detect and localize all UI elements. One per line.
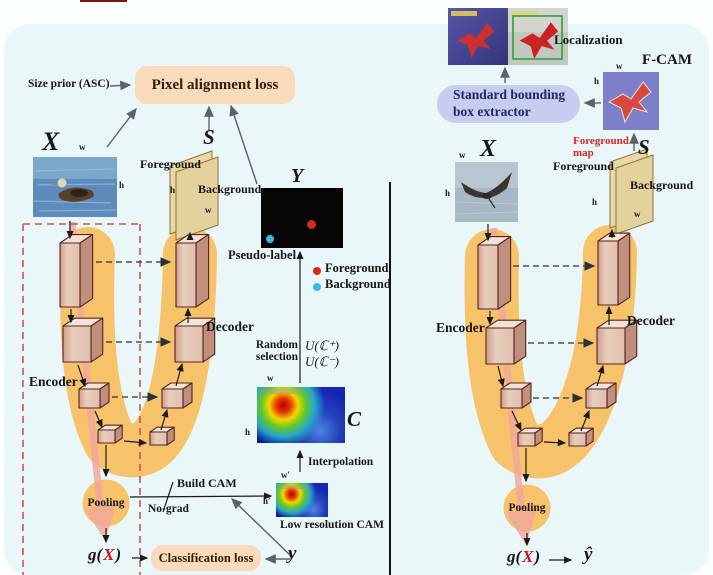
- x-in-gx-left: X: [103, 545, 115, 564]
- legend-foreground-dot: [313, 267, 321, 275]
- pseudo-label-image: [261, 188, 343, 248]
- c-symbol: C: [347, 407, 362, 431]
- s-height-label-left: h: [170, 185, 176, 195]
- pseudo-label-foreground-dot: [307, 220, 316, 229]
- classifier-output-right: g(X): [507, 547, 541, 566]
- low-resolution-cam-image: [276, 483, 328, 517]
- x-symbol-left: X: [42, 127, 60, 156]
- x-height-label-left: h: [119, 180, 125, 190]
- s-background-label-right: Background: [630, 178, 694, 192]
- x-symbol-right: X: [480, 136, 497, 162]
- build-cam-label: Build CAM: [177, 476, 237, 490]
- s-width-label-left: w: [205, 205, 212, 215]
- encoder-decoder-feature-boxes: [59, 232, 638, 447]
- no-grad-label: No-grad: [148, 503, 189, 515]
- s-foreground-label-right: Foreground: [553, 159, 614, 173]
- s-width-label-right: w: [634, 209, 641, 219]
- foreground-map-label-line2: map: [573, 147, 594, 159]
- x-height-label-right: h: [445, 188, 451, 198]
- legend-foreground-label: Foreground: [325, 261, 389, 275]
- s-background-label-left: Background: [198, 182, 262, 196]
- decoder-label-right: Decoder: [627, 313, 675, 328]
- fcam-width-label: w: [616, 61, 623, 71]
- c-width-label: w: [267, 373, 274, 383]
- low-resolution-cam-label: Low resolution CAM: [280, 519, 384, 531]
- pixel-alignment-loss-label: Pixel alignment loss: [151, 76, 279, 93]
- s-map-left: [169, 150, 219, 241]
- uniform-negative-set-label: U(ℂ⁻): [305, 354, 339, 369]
- bbox-extractor-line1: Standard bounding: [453, 87, 566, 103]
- s-map-right: [609, 148, 654, 235]
- classification-loss-box: Classification loss: [151, 545, 261, 571]
- classifier-output-left: g(X): [88, 545, 122, 564]
- predicted-label-y-hat: ŷ: [584, 544, 593, 565]
- input-image-flying-bird: [455, 162, 518, 222]
- x-in-gx-right: X: [522, 547, 534, 566]
- pseudo-label-background-dot: [266, 235, 274, 243]
- localization-overlay-image: [448, 8, 508, 65]
- interpolation-label: Interpolation: [308, 456, 374, 468]
- pixel-alignment-loss-box: Pixel alignment loss: [135, 66, 295, 104]
- f-cam-image: [603, 72, 659, 130]
- random-selection-line2: selection: [255, 351, 298, 363]
- y-symbol: Y: [291, 165, 304, 187]
- uniform-positive-set-label: U(ℂ⁺): [305, 338, 339, 353]
- s-symbol-left: S: [203, 125, 215, 149]
- localization-bbox-image: [508, 8, 568, 65]
- random-selection-line1: Random: [255, 339, 298, 351]
- cropped-artifact-bar: [80, 0, 127, 2]
- cam-heatmap-image: [257, 387, 345, 443]
- decoder-label-left: Decoder: [206, 319, 254, 334]
- legend-background-label: Background: [325, 277, 391, 291]
- f-cam-label: F-CAM: [642, 52, 692, 68]
- red-dashed-box: [22, 223, 141, 575]
- bbox-extractor-box: Standard bounding box extractor: [437, 85, 580, 123]
- pseudo-label-caption: Pseudo-label: [228, 248, 297, 262]
- pooling-label-right: Pooling: [508, 502, 546, 514]
- s-height-label-right: h: [592, 197, 598, 207]
- cam-width-prime-label: w′: [281, 470, 291, 480]
- foreground-map-label-line1: Foreground: [573, 135, 629, 147]
- s-symbol-right: S: [638, 135, 650, 159]
- bbox-extractor-line2: box extractor: [453, 104, 531, 119]
- encoder-label-right: Encoder: [436, 320, 485, 335]
- encoder-label-left: Encoder: [29, 374, 78, 389]
- size-prior-label: Size prior (ASC): [28, 78, 110, 90]
- pooling-label-left: Pooling: [87, 497, 125, 509]
- image-label-y-input: y: [288, 543, 297, 564]
- x-width-label-left: w: [79, 142, 86, 152]
- legend-background-dot: [313, 283, 321, 291]
- fcam-height-label: h: [594, 76, 600, 86]
- c-height-label: h: [245, 427, 251, 437]
- flow-arrows: [66, 66, 639, 564]
- s-foreground-label-left: Foreground: [140, 157, 201, 171]
- cam-height-prime-label: h′: [263, 496, 271, 506]
- input-image-duck: [33, 157, 117, 217]
- localization-label: Localization: [554, 32, 623, 47]
- x-width-label-right: w: [459, 150, 466, 160]
- classification-loss-label: Classification loss: [158, 550, 254, 565]
